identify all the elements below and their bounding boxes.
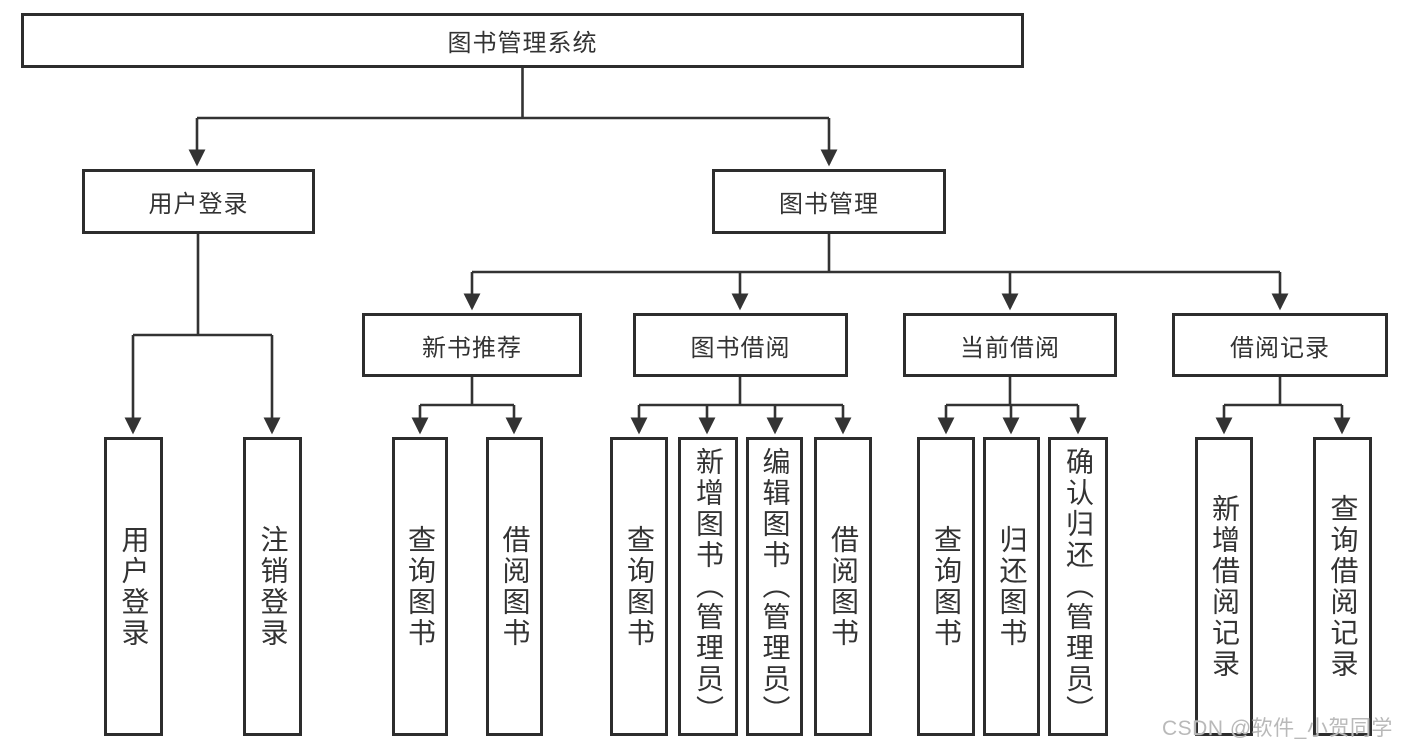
leaf-query-book-borrow: 查询图书 xyxy=(610,437,668,736)
leaf-query-book-current: 查询图书 xyxy=(917,437,975,736)
connector-book-borrow-bar xyxy=(639,377,843,407)
leaf-add-borrow-record: 新增借阅记录 xyxy=(1195,437,1253,736)
leaf-edit-book-admin: 编辑图书（管理员） xyxy=(746,437,803,736)
leaf-add-book-admin: 新增图书（管理员） xyxy=(678,437,738,736)
node-new-book-recommend: 新书推荐 xyxy=(362,313,582,377)
leaf-query-book-recommend: 查询图书 xyxy=(392,437,448,736)
node-borrow-record: 借阅记录 xyxy=(1172,313,1388,377)
node-book-management-branch: 图书管理 xyxy=(712,169,946,234)
connector-root-bar xyxy=(197,68,829,120)
leaf-return-book: 归还图书 xyxy=(983,437,1040,736)
leaf-logout: 注销登录 xyxy=(243,437,302,736)
connector-current-borrow-bar xyxy=(946,377,1078,407)
leaf-borrow-book-recommend: 借阅图书 xyxy=(486,437,543,736)
node-current-borrow: 当前借阅 xyxy=(903,313,1117,377)
node-user-login-branch: 用户登录 xyxy=(82,169,315,234)
leaf-confirm-return-admin: 确认归还（管理员） xyxy=(1048,437,1108,736)
connector-book-mgmt-bar xyxy=(472,234,1280,274)
leaf-query-borrow-record: 查询借阅记录 xyxy=(1313,437,1372,736)
connector-new-book-bar xyxy=(420,377,514,407)
connector-borrow-record-bar xyxy=(1224,377,1342,407)
leaf-user-login: 用户登录 xyxy=(104,437,163,736)
csdn-watermark: CSDN @软件_小贺同学 xyxy=(1162,717,1393,740)
leaf-borrow-book: 借阅图书 xyxy=(814,437,872,736)
node-root-system: 图书管理系统 xyxy=(21,13,1024,68)
connector-user-login-bar xyxy=(133,234,272,337)
node-book-borrow: 图书借阅 xyxy=(633,313,848,377)
